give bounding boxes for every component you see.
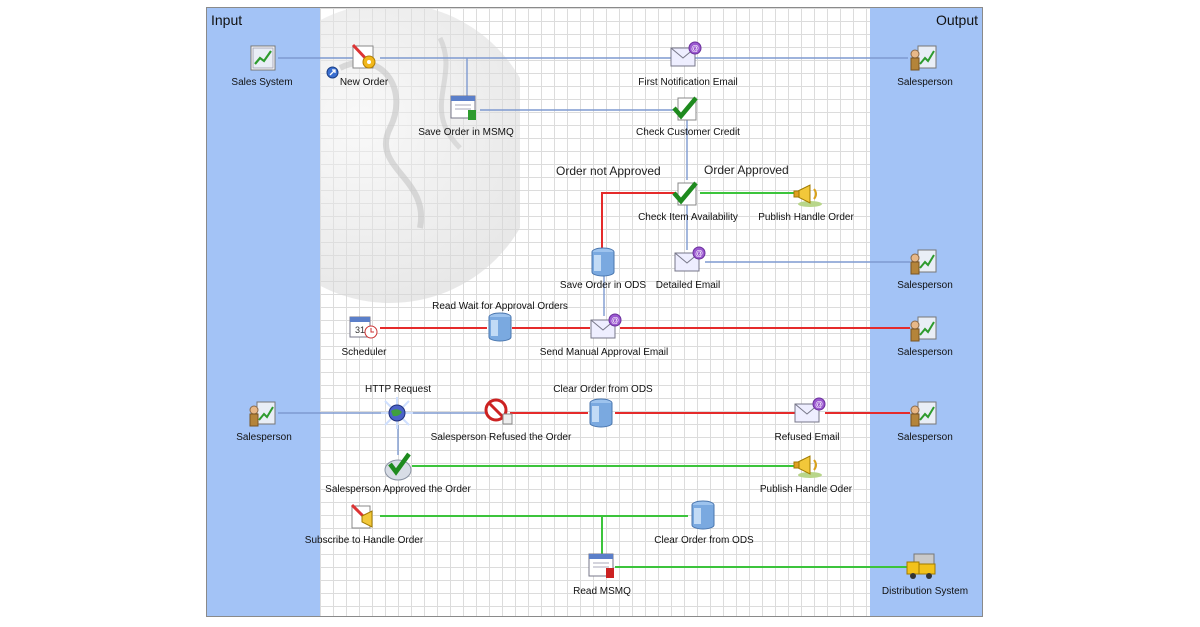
email-icon[interactable]: @: [588, 312, 622, 344]
edge-label-read-wait: Read Wait for Approval Orders: [432, 301, 568, 312]
salesperson-icon[interactable]: [906, 398, 938, 430]
node-label-new-order: New Order: [339, 77, 389, 88]
salesperson-icon[interactable]: [906, 246, 938, 278]
node-label-salesperson-out-1: Salesperson: [897, 77, 953, 88]
output-lane-title: Output: [935, 12, 978, 28]
node-label-subscribe-handle-order: Subscribe to Handle Order: [304, 535, 424, 546]
node-label-clear-order-ods-1: Clear Order from ODS: [553, 384, 653, 395]
node-label-publish-handle-oder: Publish Handle Oder: [759, 484, 853, 495]
node-label-detailed-email: Detailed Email: [655, 280, 721, 291]
email-icon[interactable]: @: [668, 40, 702, 72]
diagram-canvas: Input Output: [206, 7, 983, 617]
salesperson-icon[interactable]: [245, 398, 277, 430]
node-label-save-order-msmq: Save Order in MSMQ: [418, 127, 514, 138]
check-icon[interactable]: [670, 92, 702, 124]
node-label-salesperson-out-2: Salesperson: [897, 280, 953, 291]
svg-text:@: @: [691, 44, 699, 53]
node-label-scheduler: Scheduler: [341, 347, 387, 358]
svg-text:31: 31: [355, 325, 365, 335]
output-lane: [870, 8, 982, 616]
scheduler-icon[interactable]: 31: [347, 312, 379, 344]
email-icon[interactable]: @: [672, 245, 706, 277]
queue-window-icon[interactable]: [448, 92, 480, 124]
truck-icon[interactable]: [904, 550, 940, 584]
megaphone-icon[interactable]: [790, 448, 824, 480]
node-label-send-manual-approval-email: Send Manual Approval Email: [539, 347, 669, 358]
node-label-salesperson-refused: Salesperson Refused the Order: [430, 432, 572, 443]
node-label-publish-handle-order: Publish Handle Order: [758, 212, 854, 223]
node-label-read-msmq: Read MSMQ: [573, 586, 631, 597]
chart-icon[interactable]: [247, 42, 279, 74]
queue-window-icon[interactable]: [586, 550, 618, 582]
email-icon[interactable]: @: [792, 396, 826, 428]
subscribe-icon[interactable]: [346, 500, 380, 532]
node-label-check-customer-credit: Check Customer Credit: [636, 127, 740, 138]
refuse-icon[interactable]: [483, 396, 515, 428]
node-label-salesperson-in: Salesperson: [236, 432, 292, 443]
check-icon[interactable]: [670, 177, 702, 209]
node-label-sales-system: Sales System: [231, 77, 293, 88]
salesperson-icon[interactable]: [906, 313, 938, 345]
edge-label-order-approved: Order Approved: [704, 163, 789, 177]
globe-watermark: [320, 8, 520, 303]
megaphone-icon[interactable]: [790, 177, 824, 209]
arrow-badge-icon: [326, 66, 339, 79]
database-icon[interactable]: [586, 396, 616, 430]
node-label-check-item-availability: Check Item Availability: [638, 212, 738, 223]
input-lane: [207, 8, 320, 616]
salesperson-icon[interactable]: [906, 42, 938, 74]
node-label-http-request: HTTP Request: [365, 384, 431, 395]
node-label-refused-email: Refused Email: [774, 432, 840, 443]
node-label-first-notification-email: First Notification Email: [638, 77, 738, 88]
node-label-distribution-system: Distribution System: [881, 586, 969, 597]
database-icon[interactable]: [485, 310, 515, 344]
database-icon[interactable]: [588, 245, 618, 279]
globe-icon[interactable]: [380, 396, 414, 430]
gear-icon[interactable]: [347, 40, 379, 72]
node-label-save-order-ods: Save Order in ODS: [559, 280, 647, 291]
wire-order-not-approved: [601, 192, 676, 250]
database-icon[interactable]: [688, 498, 718, 532]
node-label-salesperson-approved: Salesperson Approved the Order: [325, 484, 471, 495]
edge-label-order-not-approved: Order not Approved: [556, 164, 661, 178]
svg-text:@: @: [815, 400, 823, 409]
node-label-salesperson-out-4: Salesperson: [897, 432, 953, 443]
node-label-clear-order-ods-2: Clear Order from ODS: [654, 535, 754, 546]
input-lane-title: Input: [211, 12, 243, 28]
svg-text:@: @: [695, 249, 703, 258]
svg-text:@: @: [611, 316, 619, 325]
node-label-salesperson-out-3: Salesperson: [897, 347, 953, 358]
approve-icon[interactable]: [381, 448, 415, 482]
